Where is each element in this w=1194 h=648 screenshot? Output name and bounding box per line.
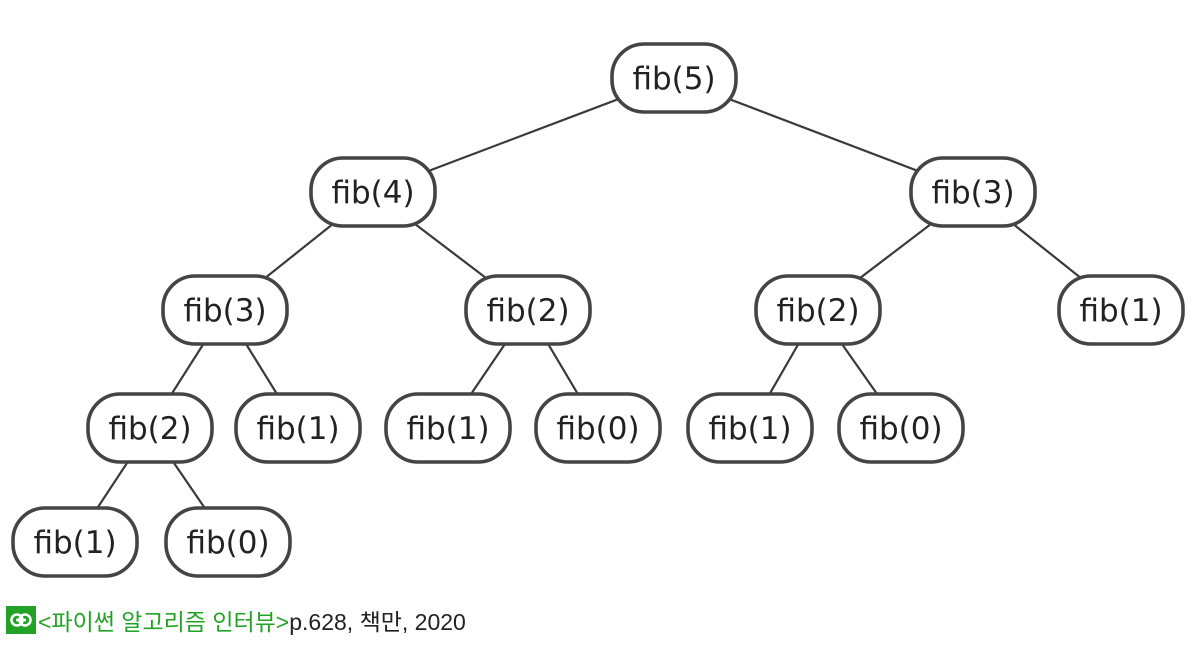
tree-node-label: fib(0) [859,411,942,447]
tree-node-label: fib(2) [486,293,569,329]
tree-node-n2: fib(3) [909,156,1037,228]
tree-node-n8: fib(1) [234,392,362,464]
tree-node-label: fib(3) [931,175,1014,211]
tree-node-label: fib(3) [183,293,266,329]
tree-node-n1: fib(4) [309,156,437,228]
tree-node-label: fib(4) [331,175,414,211]
tree-node-label: fib(1) [256,411,339,447]
tree-node-label: fib(0) [186,525,269,561]
tree-node-n14: fib(0) [164,506,292,578]
tree-node-n11: fib(1) [686,392,814,464]
tree-node-n7: fib(2) [86,392,214,464]
tree-node-n10: fib(0) [534,392,662,464]
tree-node-box [1057,274,1185,346]
tree-node-box [610,42,738,114]
tree-node-n4: fib(2) [464,274,592,346]
tree-node-box [464,274,592,346]
caption-book-title[interactable]: <파이썬 알고리즘 인터뷰> [38,609,290,635]
tree-node-n12: fib(0) [837,392,965,464]
tree-node-box [164,506,292,578]
tree-node-label: fib(1) [708,411,791,447]
tree-node-box [86,392,214,464]
tree-node-n6: fib(1) [1057,274,1185,346]
tree-node-label: fib(2) [108,411,191,447]
tree-node-label: fib(2) [776,293,859,329]
tree-node-box [161,274,289,346]
caption-source: p.628, 책만, 2020 [289,609,466,635]
tree-nodes: fib(5) fib(4) fib(3) fib(3) fib(2) fib(2) fib(… [11,42,1185,578]
link-icon[interactable] [6,606,36,634]
tree-node-box [234,392,362,464]
tree-node-box [534,392,662,464]
tree-node-n5: fib(2) [754,274,882,346]
tree-node-box [309,156,437,228]
tree-node-box [837,392,965,464]
tree-node-label: fib(0) [556,411,639,447]
tree-node-box [686,392,814,464]
tree-node-label: fib(1) [33,525,116,561]
tree-node-box [909,156,1037,228]
tree-node-box [754,274,882,346]
tree-node-n9: fib(1) [384,392,512,464]
figure-caption: <파이썬 알고리즘 인터뷰> p.628, 책만, 2020 [6,604,466,636]
tree-node-label: fib(1) [1079,293,1162,329]
tree-node-box [11,506,139,578]
tree-node-label: fib(5) [632,61,715,97]
recursion-tree-diagram: fib(5) fib(4) fib(3) fib(3) fib(2) fib(2) fib(… [11,42,1185,578]
tree-node-n0: fib(5) [610,42,738,114]
tree-node-n13: fib(1) [11,506,139,578]
tree-node-n3: fib(3) [161,274,289,346]
tree-node-box [384,392,512,464]
tree-node-label: fib(1) [406,411,489,447]
